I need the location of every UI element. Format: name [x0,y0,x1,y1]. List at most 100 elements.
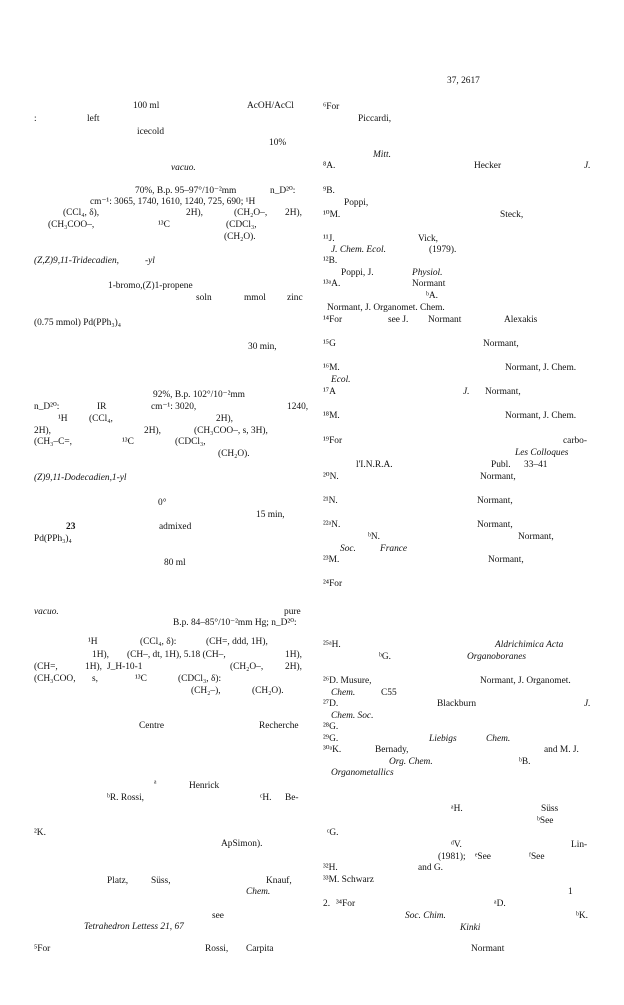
text-fragment: Henrick [189,781,220,791]
reference-fragment: 1 [568,887,573,897]
reference-fragment: ⁶For [323,102,340,112]
reference-fragment: Les Colloques [515,448,569,458]
reference-fragment: Org. Chem. [389,757,433,767]
reference-fragment: Normant, J. Organomet. Chem. [327,303,445,313]
text-fragment: 15 min, [256,510,285,520]
reference-fragment: ¹⁰M. [323,210,341,220]
reference-fragment: ²⁵ᵃH. [323,640,341,650]
reference-fragment: ᵇN. [368,532,381,542]
text-fragment: (Z)9,11-Dodecadien,1-yl [34,473,127,483]
page-header: 37, 2617 [447,76,480,86]
text-fragment: n_D²⁰: [270,186,296,196]
reference-fragment: ⁸A. [323,161,336,171]
reference-fragment: ³⁰ᵃK. [323,745,342,755]
text-fragment: IR [97,402,107,412]
text-fragment: ApSimon). [221,839,263,849]
reference-fragment: Normant, [485,387,521,397]
text-fragment: (CH=, ddd, 1H), [206,637,268,647]
text-fragment: 92%, B.p. 102°/10⁻²mm [153,390,245,400]
reference-fragment: J. [584,699,591,709]
reference-fragment: Normant, J. Organomet. [480,676,571,686]
reference-fragment: ᶜG. [327,828,339,838]
reference-fragment: Normant, [483,339,519,349]
reference-fragment: ²⁸G. [323,722,339,732]
text-fragment: 2H), [34,426,51,436]
text-fragment: 1240, [287,402,309,412]
reference-fragment: ²¹N. [323,496,338,506]
reference-fragment: ¹⁸M. [323,411,340,421]
reference-fragment: ¹²B. [323,256,338,266]
text-fragment: soln [196,293,212,303]
reference-fragment: Liebigs [429,734,457,744]
reference-fragment: Physiol. [412,268,443,278]
reference-fragment: Organoboranes [467,652,527,662]
text-fragment: (CH₃COO, [34,674,76,684]
text-fragment: cm⁻¹: 3065, 1740, 1610, 1240, 725, 690; … [90,197,256,207]
reference-fragment: ᵇSee [537,816,554,826]
reference-fragment: (1979). [429,245,457,255]
text-fragment: Carpita [246,944,274,954]
text-fragment: 1H), [285,650,302,660]
reference-fragment: Normant, [488,555,524,565]
text-fragment: s, [92,674,98,684]
text-fragment: (CDCl₃, [226,220,257,230]
text-fragment: 100 ml [133,101,160,111]
reference-fragment: Publ. [491,460,511,470]
text-fragment: 30 min, [248,342,277,352]
text-fragment: 1H), [92,650,109,660]
text-fragment: -yl [145,256,155,266]
reference-fragment: ¹⁷A [323,387,336,397]
text-fragment: vacuo. [171,163,196,173]
text-fragment: Tetrahedron Lettess 21, 67 [84,922,184,932]
text-fragment: (CH=, [34,662,58,672]
reference-fragment: ᵇB. [519,757,531,767]
reference-fragment: ᵇG. [379,652,392,662]
reference-fragment: Poppi, [344,198,369,208]
reference-fragment: carbo- [563,436,587,446]
reference-fragment: ²²ᵃN. [323,520,341,530]
reference-fragment: Normant, [480,472,516,482]
text-fragment: ¹³C [158,220,170,230]
text-fragment: 1-bromo,(Z)1-propene [108,281,193,291]
reference-fragment: 2. [323,899,331,909]
reference-fragment: ᵃD. [494,899,506,909]
text-fragment: 80 ml [164,558,186,568]
reference-fragment: and M. J. [544,745,579,755]
text-fragment: ⁵For [34,944,51,954]
text-fragment: (0.75 mmol) Pd(PPh₃)₄ [34,318,122,328]
text-fragment: (CDCl₃, δ): [178,674,222,684]
text-fragment: (CCl₄, [89,414,113,424]
text-fragment: n_D²⁰: [34,402,60,412]
reference-fragment: ²⁹G. [323,734,339,744]
reference-fragment: Mitt. [373,150,391,160]
reference-fragment: Normant, J. Chem. [505,363,577,373]
reference-fragment: Süss [541,804,559,814]
text-fragment: (CH₃COO–, [48,220,95,230]
reference-fragment: Chem. [331,688,356,698]
text-fragment: ᵃ [154,779,157,789]
text-fragment: (CH₂O–, [230,662,264,672]
text-fragment: (CCl₄, δ): [140,637,177,647]
reference-fragment: Normant [471,944,505,954]
text-fragment: Centre [139,721,164,731]
reference-fragment: ²⁷D. [323,699,339,709]
text-fragment: (CDCl₃, [175,437,206,447]
reference-fragment: Soc. Chim. [405,911,446,921]
text-fragment: Be- [285,793,299,803]
reference-fragment: J. Chem. Ecol. [331,245,386,255]
text-fragment: (CH₂O–, [234,208,268,218]
reference-fragment: Kinki [460,923,481,933]
reference-fragment: Blackburn [437,699,477,709]
reference-fragment: ³⁴For [336,899,356,909]
text-fragment: Süss, [151,876,171,886]
text-fragment: : [34,114,37,124]
text-fragment: (CH₃–C=, [34,437,72,447]
reference-fragment: ²⁶D. Musure, [323,676,372,686]
text-fragment: Pd(PPh₃)₄ [34,534,72,544]
reference-fragment: Normant [428,315,462,325]
reference-fragment: Normant, [518,532,554,542]
text-fragment: 10% [269,138,287,148]
text-fragment: 23 [66,522,76,532]
text-fragment: (CH₂–), [191,686,221,696]
